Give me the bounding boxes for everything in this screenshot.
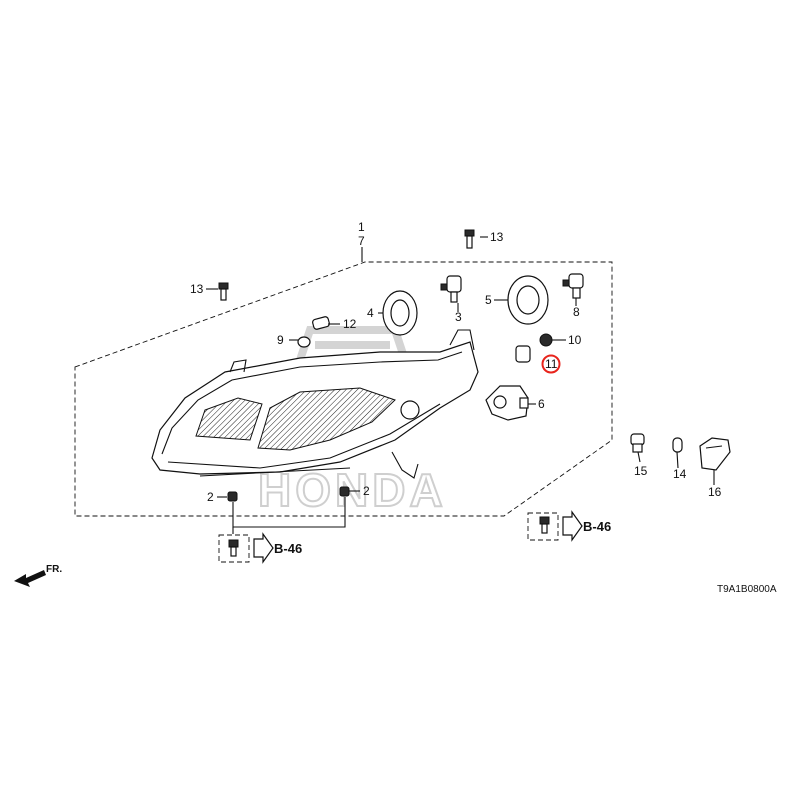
headlight-assembly: [151, 329, 479, 479]
b46-bolt-right: [539, 516, 550, 534]
callout-3: 3: [455, 310, 462, 324]
part-6-actuator: [485, 385, 529, 421]
callout-13-top: 13: [490, 230, 504, 244]
leader-lines: [206, 236, 715, 534]
front-direction-arrow: FR.: [14, 564, 62, 587]
part-15-socket: [630, 433, 645, 453]
reference-b46-right: B-46: [527, 510, 611, 542]
callout-15: 15: [634, 464, 648, 478]
clip-2-left: [227, 491, 238, 502]
part-11-bulb: [515, 345, 531, 363]
callout-14: 14: [673, 467, 687, 481]
callout-1: 1: [358, 220, 365, 234]
front-label: FR.: [46, 564, 62, 575]
part-13-bolt-top: [464, 229, 475, 249]
callout-12: 12: [343, 317, 357, 331]
part-13-bolt-left: [218, 282, 229, 301]
callout-4: 4: [367, 306, 374, 320]
part-10-socket: [539, 333, 553, 347]
callout-7: 7: [358, 234, 365, 248]
part-16-side-marker: [699, 437, 731, 471]
callout-10: 10: [568, 333, 582, 347]
part-8-bulb: [562, 273, 584, 299]
part-14-bulb: [672, 437, 683, 453]
reference-label-lower: B-46: [274, 541, 302, 556]
highlight-circle-11: [541, 354, 561, 374]
callout-2-right: 2: [363, 484, 370, 498]
callout-11: 11: [545, 357, 558, 371]
part-5-dust-cover: [507, 275, 549, 325]
honda-watermark: HONDA: [258, 464, 447, 516]
part-3-bulb: [440, 275, 462, 303]
clip-2-right: [339, 486, 350, 497]
reference-label-right: B-46: [583, 519, 611, 534]
callout-9: 9: [277, 333, 284, 347]
b46-bolt-lower: [228, 539, 239, 557]
callout-13-left: 13: [190, 282, 204, 296]
callout-16: 16: [708, 485, 722, 499]
callout-5: 5: [485, 293, 492, 307]
part-9-bulb: [297, 336, 311, 348]
part-4-dust-cover: [382, 290, 418, 336]
callout-2-left: 2: [207, 490, 214, 504]
reference-b46-lower: B-46: [218, 532, 302, 564]
assembly-boundary: [74, 261, 613, 517]
drawing-code: T9A1B0800A: [717, 584, 777, 595]
callout-6: 6: [538, 397, 545, 411]
callout-8: 8: [573, 305, 580, 319]
part-12-socket: [312, 316, 330, 330]
